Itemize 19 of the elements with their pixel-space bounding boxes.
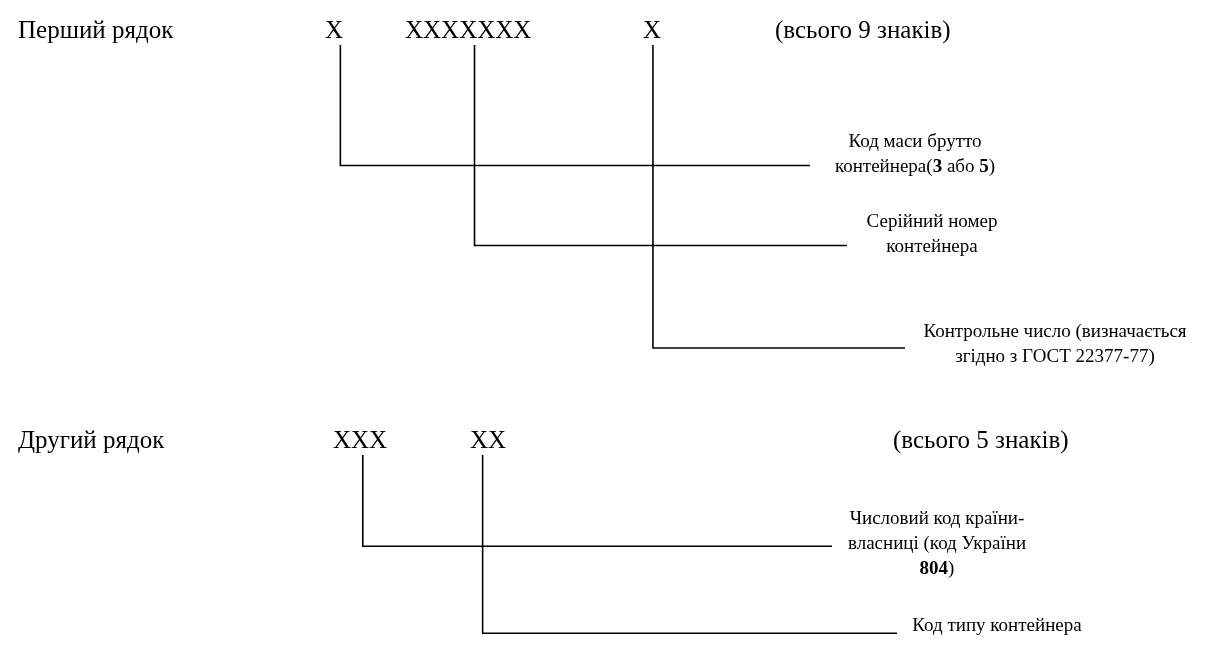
- code-characters: XXX: [333, 425, 388, 455]
- description-text: Код маси брутто контейнера(3 або 5): [810, 128, 1020, 178]
- code-characters: XX: [470, 425, 507, 455]
- leader-line: [473, 44, 848, 247]
- code-characters: X: [325, 15, 344, 45]
- row-label: Другий рядок: [18, 425, 165, 455]
- leader-line: [362, 454, 833, 548]
- description-text: Контрольне число (визначається згідно з ГОСТ 22377-77): [905, 318, 1205, 368]
- row-label: Перший рядок: [18, 15, 174, 45]
- description-text: Код типу контейнера: [897, 612, 1097, 637]
- description-text: Серійний номер контейнера: [847, 208, 1017, 258]
- leader-line: [652, 44, 906, 349]
- character-count-note: (всього 5 знаків): [893, 425, 1069, 455]
- leader-line: [481, 454, 898, 635]
- character-count-note: (всього 9 знаків): [775, 15, 951, 45]
- code-characters: X: [643, 15, 662, 45]
- code-characters: XXXXXXX: [405, 15, 532, 45]
- leader-line: [339, 44, 811, 167]
- description-text: Числовий код країни-власниці (код України 804): [832, 505, 1042, 580]
